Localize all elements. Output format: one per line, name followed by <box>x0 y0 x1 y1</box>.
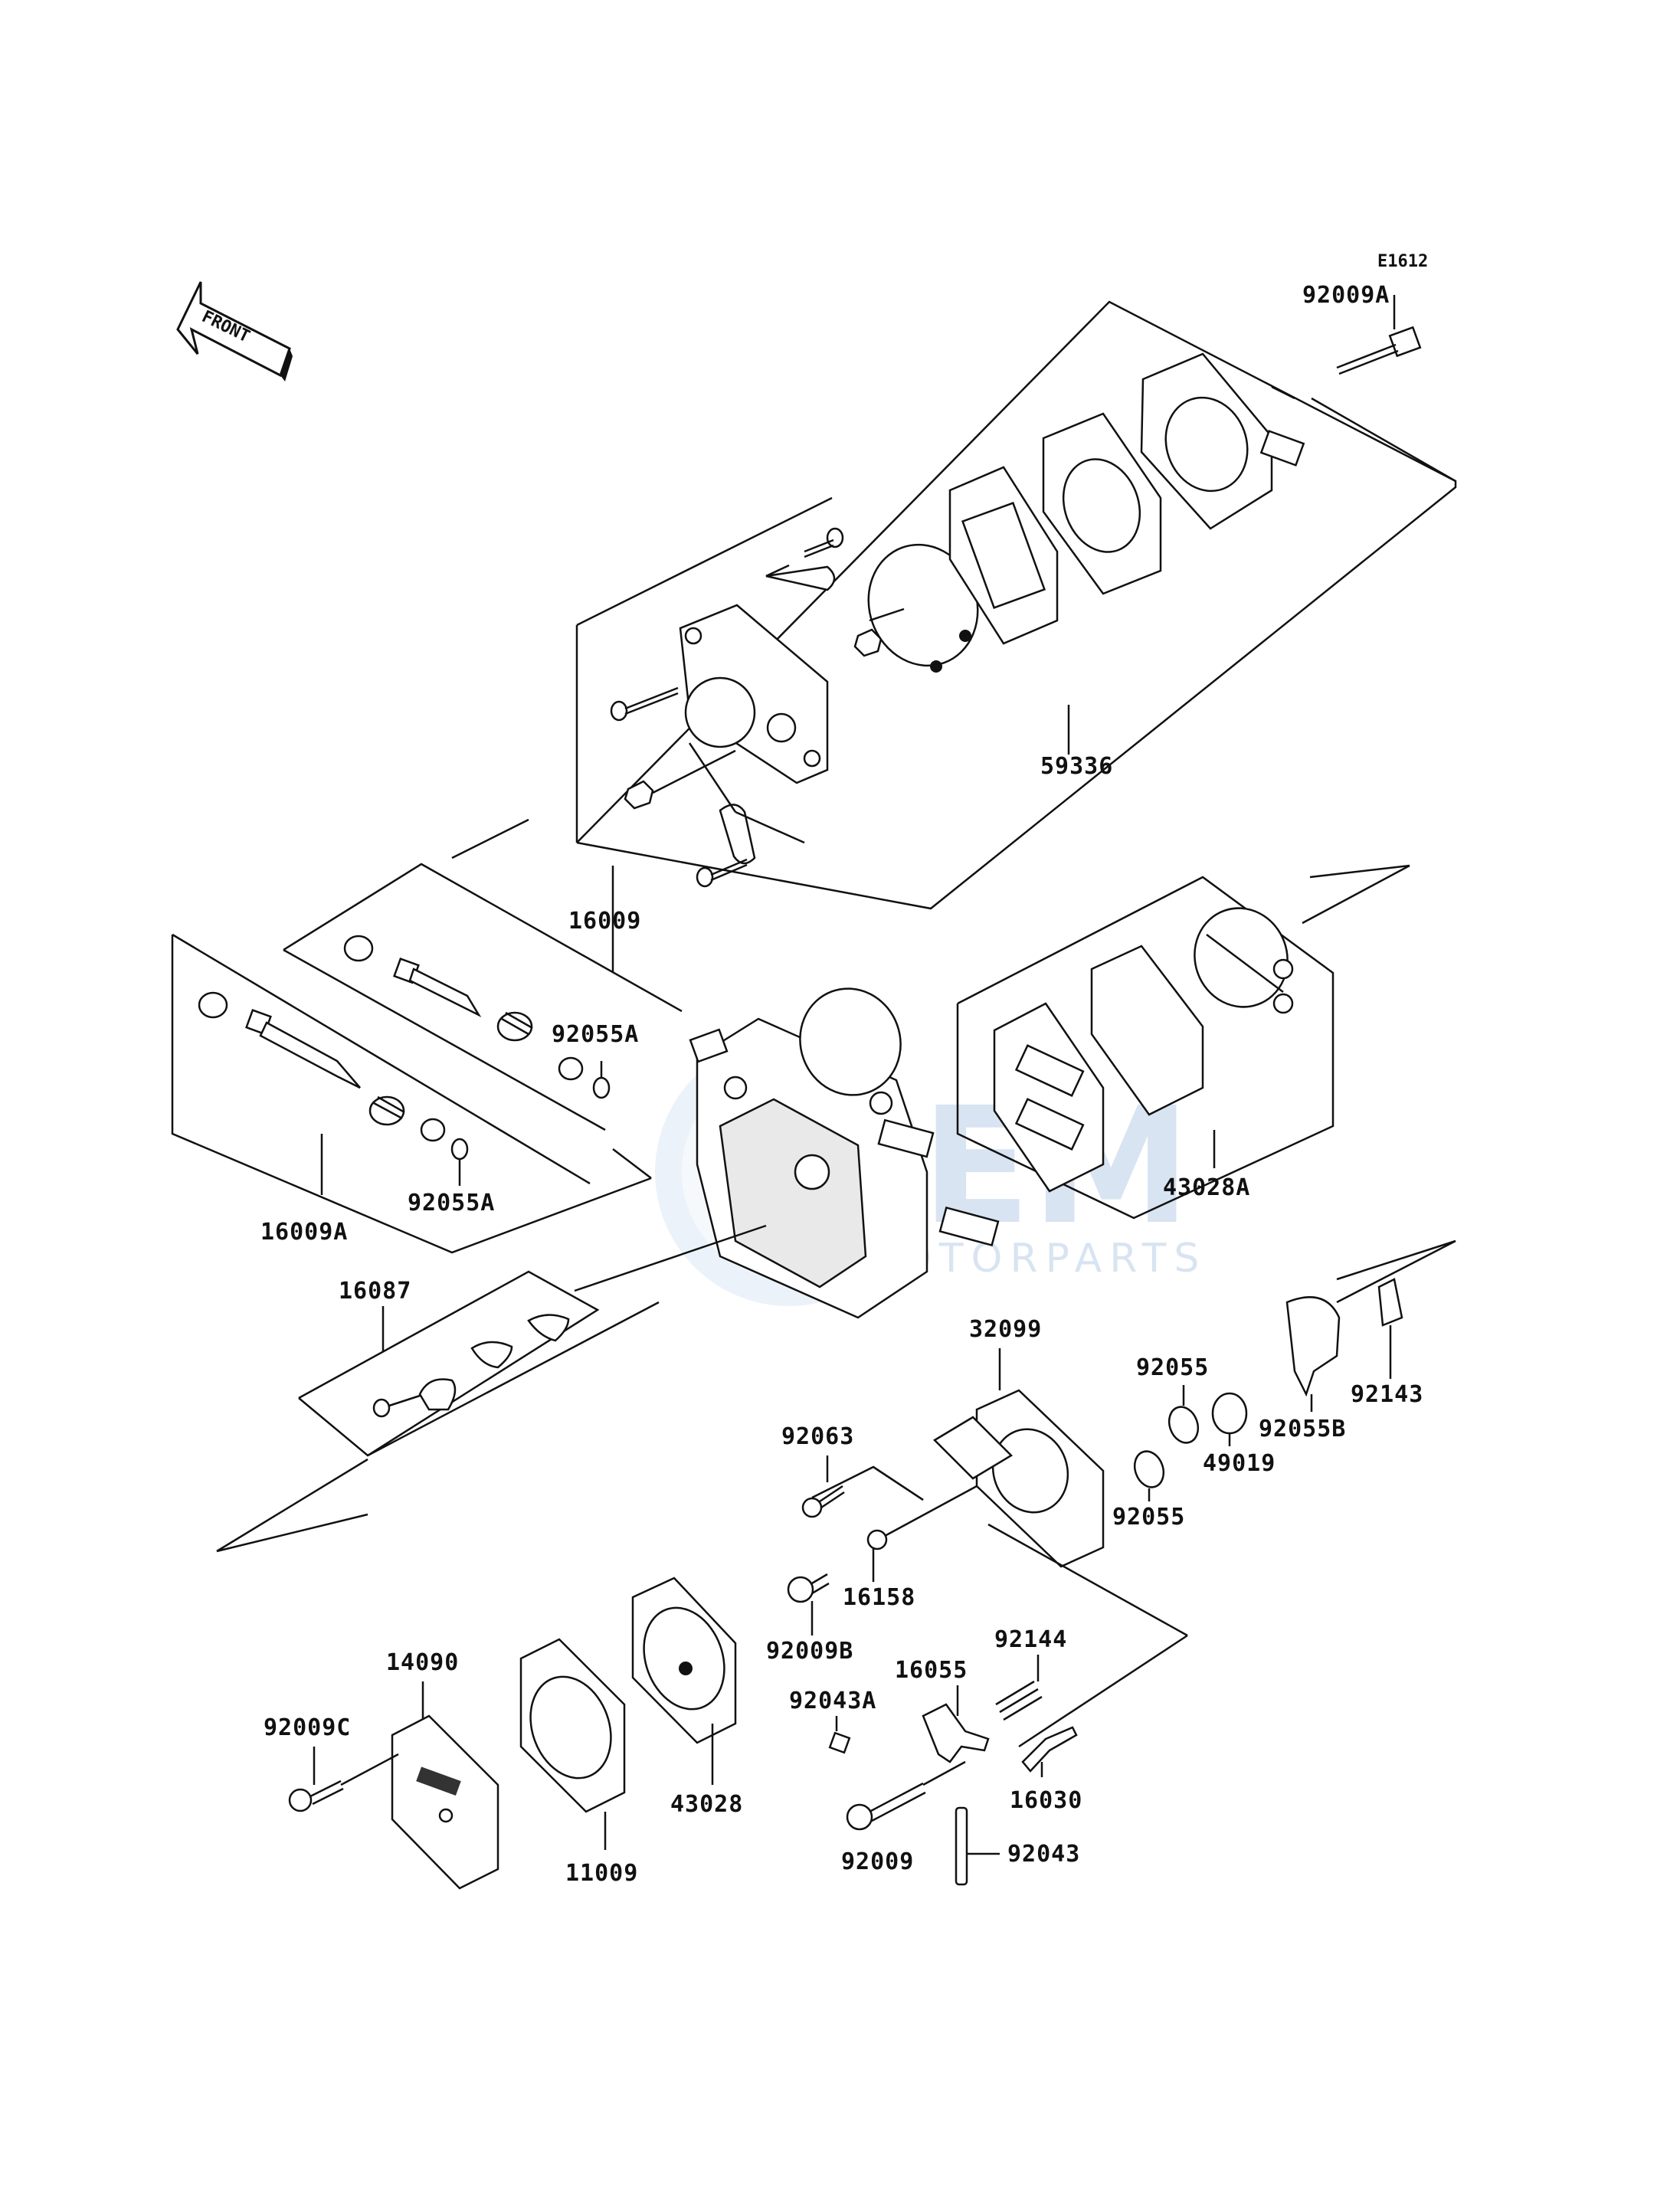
pump-cover <box>679 604 829 784</box>
pump-kit-box <box>451 300 1457 910</box>
gasket-top-1 <box>948 466 1059 645</box>
needle-16030 <box>1021 1726 1078 1777</box>
callout-92055a-2: 92055A <box>408 1190 495 1216</box>
lever-16055 <box>922 1685 990 1763</box>
callout-16087: 16087 <box>339 1278 411 1305</box>
gasket-43028a-1 <box>993 1002 1105 1193</box>
screw-small-icon <box>804 527 844 558</box>
callout-92043: 92043 <box>1007 1841 1080 1868</box>
gasket-top-2 <box>1042 412 1162 595</box>
diagram-code: E1612 <box>1377 252 1428 271</box>
bolt-92009c <box>288 1747 399 1812</box>
callout-43028a: 43028A <box>1163 1174 1250 1201</box>
carburetor-body <box>689 987 1000 1319</box>
callout-92009a: 92009A <box>1302 282 1390 309</box>
nut-icon <box>624 749 736 810</box>
clip-plate <box>719 804 756 865</box>
washer-16009 <box>558 1056 584 1081</box>
needle-screw-16009 <box>343 935 482 1018</box>
clip-plate <box>765 564 836 591</box>
diaphragm-43028a <box>1194 907 1294 1014</box>
callout-92009b: 92009B <box>766 1638 853 1665</box>
gasket-43028a-2 <box>1090 945 1204 1116</box>
diaphragm-43028 <box>631 1577 737 1744</box>
callout-92055a-1: 92055A <box>552 1021 639 1048</box>
screw-kit-16009-box <box>283 863 683 1131</box>
plate-kit-16087-box <box>298 1224 767 1457</box>
pin-92043a <box>828 1716 851 1754</box>
o-ring-92055a-2 <box>450 1138 469 1186</box>
clip-92143 <box>1377 1278 1403 1379</box>
callout-32099: 32099 <box>969 1316 1042 1343</box>
spring-16009 <box>496 1011 533 1042</box>
callout-92009: 92009 <box>841 1848 914 1875</box>
screw-92009 <box>846 1760 966 1831</box>
callout-16158: 16158 <box>843 1584 915 1611</box>
plate-16087-2 <box>470 1341 513 1369</box>
callout-49019: 49019 <box>1203 1450 1276 1477</box>
callout-43028: 43028 <box>670 1791 743 1818</box>
pump-cover-32099 <box>932 1389 1105 1568</box>
callout-92009c: 92009C <box>264 1714 351 1741</box>
o-ring-92055-2 <box>1133 1450 1165 1501</box>
cover-14090 <box>391 1714 499 1890</box>
spring-92144 <box>995 1655 1043 1721</box>
screw-16158 <box>866 1485 978 1582</box>
callout-16055: 16055 <box>895 1657 968 1684</box>
screw-small-icon <box>696 858 748 888</box>
callout-11009: 11009 <box>565 1860 638 1887</box>
callout-14090: 14090 <box>386 1649 459 1676</box>
cover-92055b <box>1285 1296 1341 1412</box>
callout-92055b: 92055B <box>1259 1416 1346 1442</box>
callout-59336: 59336 <box>1040 753 1113 780</box>
plate-16087-3 <box>527 1314 570 1342</box>
screw-92009b <box>787 1573 830 1635</box>
diaphragm-round <box>867 543 979 673</box>
screw-small-icon <box>610 686 679 722</box>
callout-92043a: 92043A <box>789 1688 876 1714</box>
pump-body-top <box>1140 352 1305 530</box>
callout-92144: 92144 <box>994 1626 1067 1653</box>
nut-icon <box>853 628 883 657</box>
front-arrow-icon: FRONT <box>176 281 293 381</box>
callout-16009: 16009 <box>568 908 641 935</box>
cap-49019 <box>1211 1392 1248 1446</box>
screw-kit-16009a-box <box>171 933 652 1254</box>
spring-16009a <box>368 1095 405 1126</box>
gasket-kit-43028a-box <box>956 864 1410 1220</box>
callout-92055-1: 92055 <box>1136 1354 1209 1381</box>
pin-92043 <box>955 1806 1000 1886</box>
o-ring-92055-1 <box>1167 1385 1200 1444</box>
bolt-92009a <box>1336 326 1422 375</box>
plate-16087-1 <box>372 1378 457 1418</box>
callout-92143: 92143 <box>1351 1381 1423 1408</box>
needle-screw-16009a <box>198 991 361 1089</box>
o-ring-92055a <box>592 1061 611 1099</box>
callout-16009a: 16009A <box>260 1219 348 1246</box>
washer-16009a <box>420 1118 446 1142</box>
callout-92055-2: 92055 <box>1112 1504 1185 1531</box>
callout-16030: 16030 <box>1010 1787 1082 1814</box>
screw-92063 <box>801 1455 845 1518</box>
callout-92063: 92063 <box>781 1423 854 1450</box>
gasket-11009 <box>519 1638 626 1813</box>
